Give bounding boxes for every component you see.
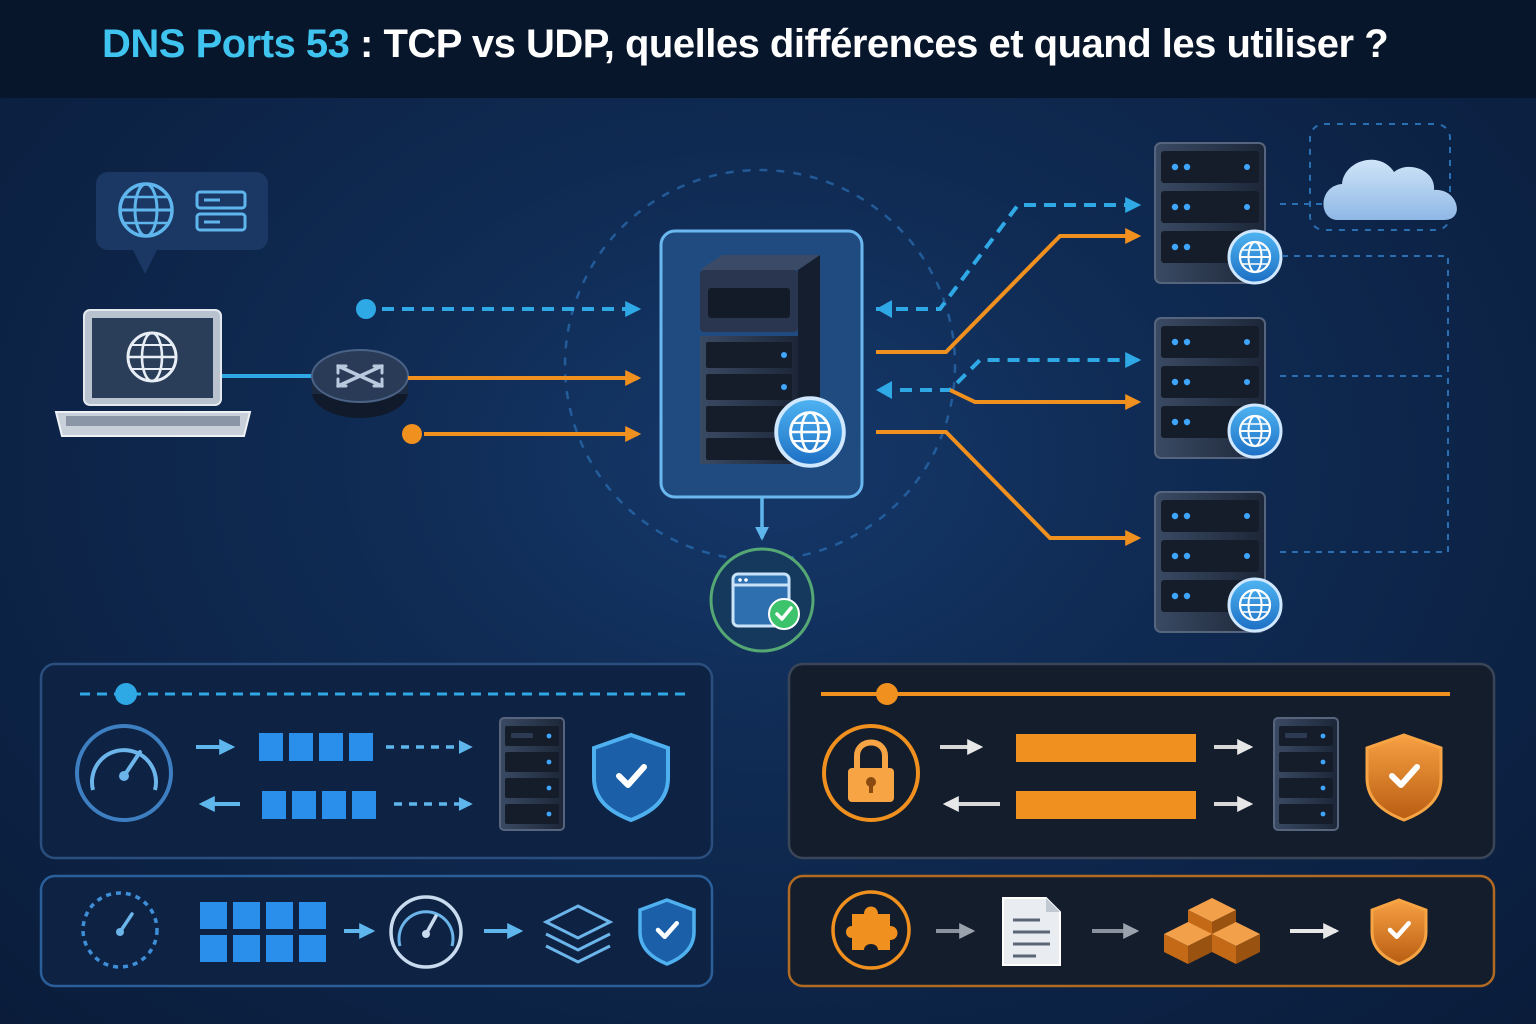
globe-icon	[1227, 577, 1283, 633]
shield-check-icon	[1365, 733, 1443, 822]
tcp-panel	[787, 662, 1496, 860]
stopwatch-icon	[389, 895, 463, 969]
udp-upstream-arrow-1	[876, 197, 1142, 311]
server-records-icon	[195, 190, 247, 232]
tcp-summary-panel	[787, 874, 1496, 988]
tcp-stream-bar-top	[1016, 734, 1196, 762]
udp-summary-panel	[39, 874, 714, 988]
cubes-icon	[1164, 898, 1260, 964]
dns-server-icon	[499, 717, 565, 831]
tcp-upstream-arrow-2	[949, 388, 1142, 410]
udp-upstream-arrow-2	[880, 352, 1142, 392]
udp-panel	[39, 662, 714, 860]
tcp-upstream-arrow-1	[876, 228, 1142, 354]
dns-server-icon	[659, 229, 864, 499]
globe-icon	[1227, 403, 1283, 459]
cloud-icon	[1323, 159, 1457, 220]
header-bar	[0, 0, 1536, 98]
udp-return-head-2	[876, 381, 892, 399]
tcp-start-dot	[402, 424, 422, 444]
title-accent: DNS Ports 53	[102, 22, 350, 66]
speedometer-icon	[81, 891, 159, 969]
lock-icon	[822, 724, 920, 822]
title-rest: : TCP vs UDP, quelles différences et qua…	[349, 22, 1389, 66]
shield-check-icon	[638, 898, 696, 966]
dns-server-icon	[1273, 717, 1339, 831]
page-title: DNS Ports 53 : TCP vs UDP, quelles diffé…	[102, 22, 1389, 67]
upstream-link-right	[1280, 255, 1449, 553]
document-icon	[1002, 897, 1061, 966]
shield-check-icon	[1370, 898, 1428, 966]
tcp-stream-bar-bottom	[1016, 791, 1196, 819]
udp-start-dot	[356, 299, 376, 319]
cloud-frame	[1309, 123, 1451, 231]
globe-icon	[1227, 229, 1283, 285]
layers-icon	[542, 904, 614, 964]
laptop-icon	[54, 309, 252, 437]
shield-check-icon	[592, 732, 670, 823]
query-bubble	[96, 172, 268, 274]
speedometer-icon	[75, 724, 173, 822]
tcp-upstream-arrow-3	[876, 430, 1142, 546]
puzzle-icon	[831, 890, 911, 970]
browser-check-icon	[709, 547, 815, 653]
blocks-icon	[200, 902, 326, 962]
router-icon	[311, 349, 409, 418]
udp-packets-bottom	[262, 791, 376, 819]
udp-packets-top	[259, 733, 373, 761]
globe-icon	[118, 182, 174, 238]
udp-return-head-1	[876, 300, 892, 318]
